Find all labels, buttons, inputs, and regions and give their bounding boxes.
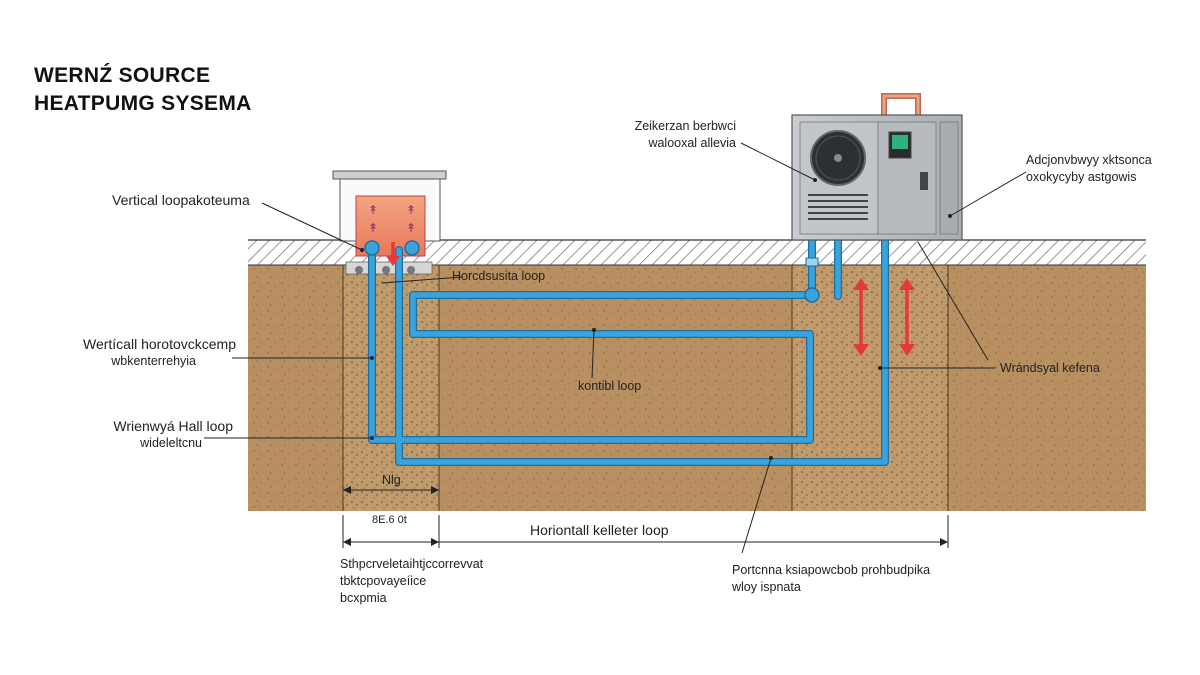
dimension-lines bbox=[342, 486, 949, 548]
label-vertical-loop: Vertical loopakoteuma bbox=[112, 192, 250, 208]
label-kontibl-loop: kontibl loop bbox=[578, 379, 642, 393]
label-bottom-left-3: bcxpmia bbox=[340, 591, 387, 605]
borehole-right bbox=[792, 265, 948, 511]
label-unit-top-1: Zeikerzan berbwci bbox=[634, 119, 736, 133]
heat-pump-unit bbox=[791, 93, 963, 241]
heat-flow-arrows bbox=[386, 242, 915, 356]
label-unit-right-1: Adcjonvbwyy xktsonca bbox=[1026, 153, 1152, 167]
label-bottom-right-2: wloy ispnata bbox=[732, 580, 801, 594]
label-nlg: Nlg bbox=[382, 473, 401, 487]
label-unit-top-2: walooxal allevia bbox=[648, 136, 736, 150]
diagram-title-line1: WERNŹ SOURCE bbox=[34, 64, 211, 87]
label-dimension: 8E.6 0t bbox=[372, 514, 407, 526]
label-ground: Wrándsyal kefena bbox=[1000, 361, 1100, 375]
label-horizontal-collector: Horiontall kelleter loop bbox=[530, 522, 669, 538]
label-wrienwya-loop-sub: wideleltcnu bbox=[140, 436, 202, 450]
svg-text:↟: ↟ bbox=[368, 221, 378, 235]
label-horizontal-loop-top: Horcdsusita loop bbox=[452, 269, 546, 283]
label-wrienwya-loop: Wrienwyá Hall loop bbox=[113, 418, 233, 434]
borehole-left bbox=[343, 265, 439, 511]
leader-lines bbox=[204, 142, 1027, 554]
label-bottom-left-1: Sthpcrveletaihtjccorrevvat bbox=[340, 557, 484, 571]
svg-text:↟: ↟ bbox=[368, 203, 378, 217]
building-left: ↟ ↟ ↟ ↟ bbox=[332, 170, 447, 275]
label-bottom-right-1: Portcnna ksiapowcbob prohbudpika bbox=[732, 563, 931, 577]
diagram-title-line2: HEATPUMG SYSEMA bbox=[34, 92, 252, 115]
ground-loop-pipes bbox=[368, 236, 889, 466]
label-unit-right-2: oxokycyby astgowis bbox=[1026, 170, 1137, 184]
label-bottom-left-2: tbktcpovayeíice bbox=[340, 574, 427, 588]
svg-text:↟: ↟ bbox=[406, 203, 416, 217]
svg-text:↟: ↟ bbox=[406, 221, 416, 235]
label-vertical-horizontal-sub: wbkenterrehyia bbox=[111, 354, 196, 368]
label-vertical-horizontal: Wertícall horotovckcemp bbox=[82, 336, 236, 352]
